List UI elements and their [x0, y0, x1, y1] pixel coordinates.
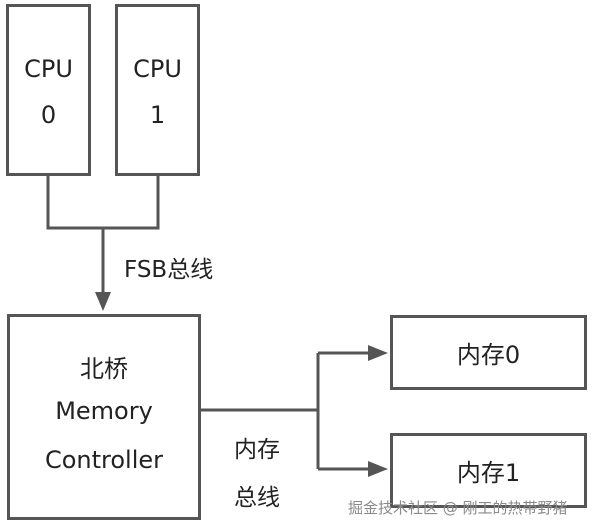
cpu-0-label: CPU: [24, 55, 73, 83]
cpu-1-label: CPU: [133, 55, 182, 83]
memory-bus-label-line1: 内存: [234, 437, 280, 463]
northbridge-title: 北桥: [80, 355, 128, 383]
watermark-text: 掘金技术社区 @ 刚工的热带野猪: [348, 499, 568, 517]
fsb-arrowhead: [95, 292, 111, 311]
northbridge-box: 北桥 Memory Controller: [7, 314, 201, 520]
fsb-bus-label: FSB总线: [124, 257, 214, 283]
northbridge-subtitle-1: Memory: [55, 397, 153, 425]
cpu-1-index: 1: [149, 101, 166, 129]
memory-1-box: 内存1: [390, 433, 587, 508]
memory-bus-label-line2: 总线: [234, 485, 280, 511]
cpu-bus-connector: [46, 176, 160, 230]
arrowhead-memory-0: [368, 345, 388, 361]
northbridge-subtitle-2: Controller: [44, 446, 164, 474]
cpu-0-index: 0: [40, 101, 57, 129]
arrowhead-memory-1: [368, 461, 388, 477]
memory-0-box: 内存0: [390, 315, 587, 390]
cpu-1-box: CPU 1: [115, 4, 200, 176]
cpu-0-box: CPU 0: [6, 4, 91, 176]
memory-0-label: 内存0: [456, 341, 521, 369]
memory-1-label: 内存1: [456, 459, 521, 487]
